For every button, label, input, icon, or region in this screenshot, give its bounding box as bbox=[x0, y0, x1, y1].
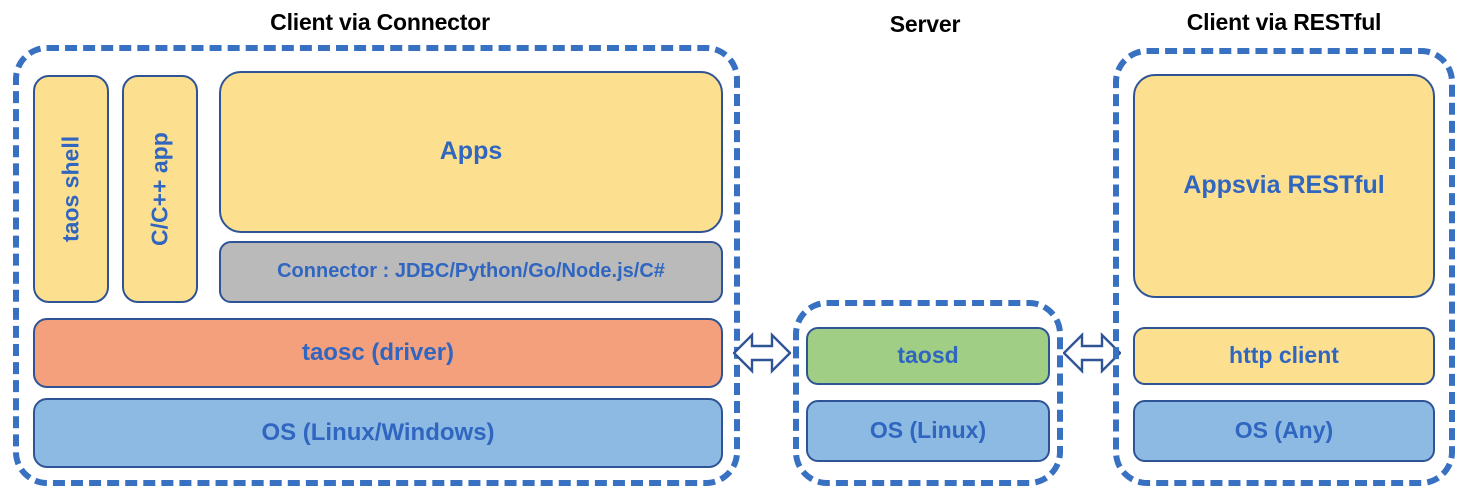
box-connector-libraries[interactable]: Connector : JDBC/Python/Go/Node.js/C# bbox=[219, 241, 723, 303]
panel-client-via-restful bbox=[1113, 48, 1455, 486]
box-http-client[interactable]: http client bbox=[1133, 327, 1435, 385]
box-taosc-driver[interactable]: taosc (driver) bbox=[33, 318, 723, 388]
panel-client-via-connector bbox=[13, 45, 740, 486]
box-apps-via-restful-line2: via RESTful bbox=[1245, 171, 1385, 200]
box-apps[interactable]: Apps bbox=[219, 71, 723, 233]
section-title-client-restful: Client via RESTful bbox=[1186, 9, 1382, 35]
panel-server bbox=[793, 300, 1063, 486]
box-taos-shell[interactable]: taos shell bbox=[33, 75, 109, 303]
section-title-client-connector: Client via Connector bbox=[270, 9, 490, 35]
box-apps-via-restful[interactable]: Apps via RESTful bbox=[1133, 74, 1435, 298]
section-title-server: Server bbox=[889, 11, 961, 37]
double-arrow-icon-client-to-server bbox=[733, 326, 791, 380]
box-apps-via-restful-line1: Apps bbox=[1183, 171, 1246, 200]
box-os-linux[interactable]: OS (Linux) bbox=[806, 400, 1050, 462]
box-os-linux-windows[interactable]: OS (Linux/Windows) bbox=[33, 398, 723, 468]
double-arrow-icon-server-to-restful-client bbox=[1063, 326, 1121, 380]
box-c-cpp-app[interactable]: C/C++ app bbox=[122, 75, 198, 303]
box-os-any[interactable]: OS (Any) bbox=[1133, 400, 1435, 462]
box-taosd[interactable]: taosd bbox=[806, 327, 1050, 385]
